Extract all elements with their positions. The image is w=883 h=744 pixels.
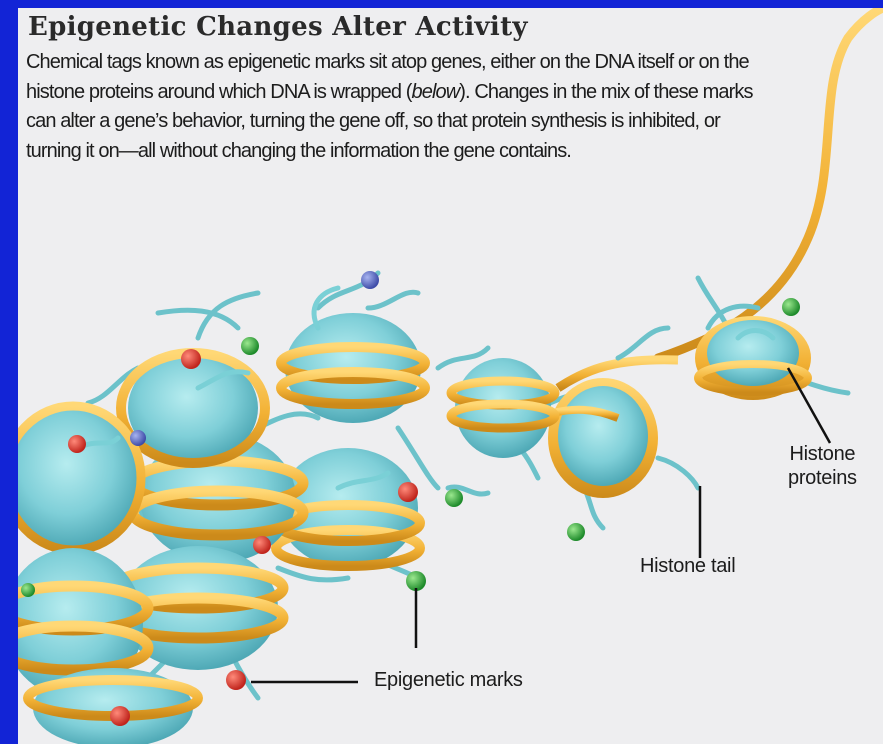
nucleosome-3 [451,358,555,458]
nucleosome-4 [281,313,425,423]
mark-green [445,489,463,507]
mark-red [398,482,418,502]
mark-red [181,349,201,369]
mark-green [567,523,585,541]
mark-red [68,435,86,453]
label-histone-proteins-line2: proteins [788,466,857,490]
label-epigenetic-marks: Epigenetic marks [374,668,523,692]
figure-title: Epigenetic Changes Alter Activity [28,12,528,42]
body-text-emphasis: below [412,81,460,103]
nucleosome-2 [548,378,658,498]
mark-red [226,670,246,690]
label-histone-proteins: Histone proteins [788,442,857,490]
mark-green [241,337,259,355]
mark-red [110,706,130,726]
figure-panel: Epigenetic Changes Alter Activity Chemic… [18,8,883,744]
label-histone-tail: Histone tail [640,554,735,578]
label-histone-proteins-line1: Histone [788,442,857,466]
mark-red [253,536,271,554]
figure-body-text: Chemical tags known as epigenetic marks … [26,48,756,166]
mark-blue [361,271,379,289]
nucleosome-8 [18,406,141,550]
mark-green [782,298,800,316]
mark-blue [130,430,146,446]
nucleosome-7 [121,353,265,463]
mark-green [21,583,35,597]
